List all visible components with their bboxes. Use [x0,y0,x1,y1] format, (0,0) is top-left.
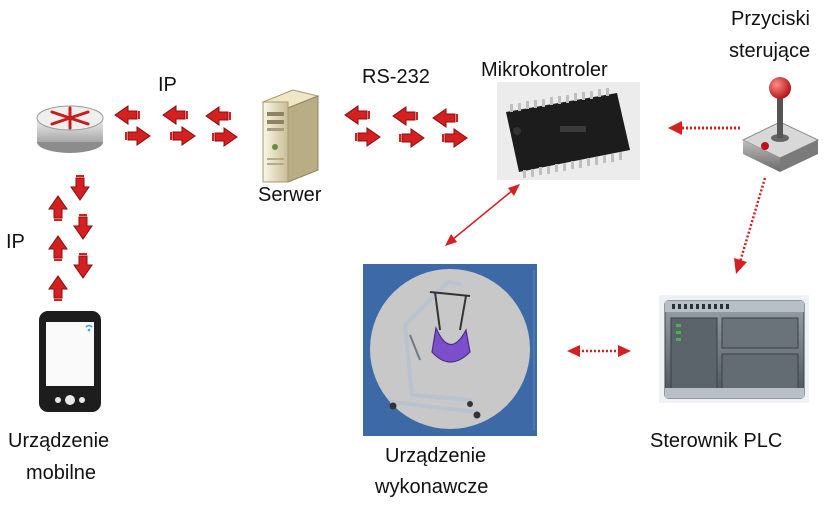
server-label: Serwer [258,184,322,206]
arrow-left [344,105,371,125]
arrow-right [124,126,151,146]
arrow-up [48,195,68,222]
arrow-left [162,105,189,125]
rs232-label: RS-232 [362,66,430,88]
arrow-left [114,105,141,125]
joystick-icon [741,77,820,172]
plc-label: Sterownik PLC [650,430,783,452]
smartphone-icon [39,311,101,412]
buttons-label-line1: Przyciski [731,8,810,30]
actuator-label-line1: Urządzenie [385,445,487,467]
ip-label-top: IP [158,74,177,96]
ip-link-arrows-left [48,174,93,302]
arrow-right [211,127,238,147]
server-tower-icon [261,89,320,183]
actuator-label-line2: wykonawcze [375,476,489,498]
arrow-right [398,128,425,148]
arrow-down [73,252,93,279]
ip-label-left: IP [6,231,25,253]
arrow-left [205,106,232,126]
arrow-right [169,126,196,146]
patient-lift-icon [363,264,537,436]
microcontroller-label: Mikrokontroler [481,59,608,81]
arrow-down [73,213,93,240]
arrow-up [48,235,68,262]
mobile-label-line2: mobilne [26,462,97,484]
arrow-left [432,108,459,128]
plc-icon [659,295,809,403]
link-buttons-to-microcontroller [668,121,740,135]
mobile-label-line1: Urządzenie [8,430,110,452]
microchip-icon [497,82,640,180]
link-buttons-to-plc [734,177,767,274]
link-actuator-to-plc [567,345,631,357]
arrow-down [70,174,90,201]
arrow-left [392,106,419,126]
buttons-label-line2: sterujące [729,40,811,62]
arrow-right [354,127,381,147]
arrow-right [441,128,468,148]
router-icon [36,105,104,153]
arrow-up [48,275,68,302]
ip-link-arrows-top [114,105,238,147]
link-microcontroller-to-actuator [445,184,520,246]
rs232-link-arrows [344,105,468,148]
